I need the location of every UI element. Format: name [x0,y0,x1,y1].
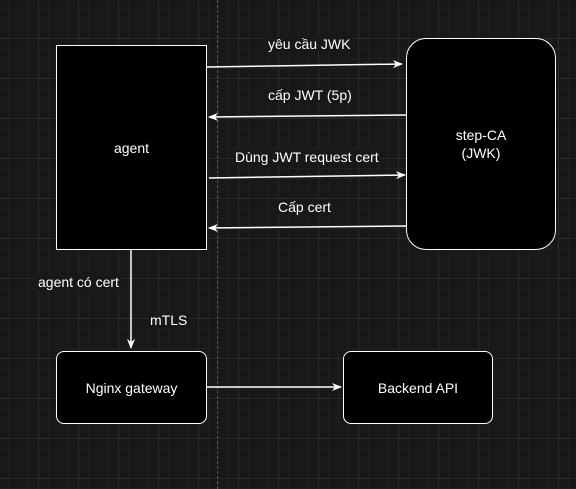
edge-issue-jwt [208,112,407,121]
edge-label-request-jwk: yêu cầu JWK [266,36,353,52]
edge-label-issue-cert: Cấp cert [276,199,333,215]
edge-use-jwt [208,171,406,180]
edge-label-mtls: mTLS [148,312,190,328]
node-nginx-gateway[interactable]: Nginx gateway [56,351,207,424]
node-backend-api[interactable]: Backend API [343,351,493,424]
edge-request-jwk [206,60,403,69]
edge-label-issue-jwt: cấp JWT (5p) [266,87,354,103]
node-step-ca[interactable]: step-CA (JWK) [406,38,556,250]
edge-issue-cert [208,223,407,232]
edge-label-use-jwt: Dùng JWT request cert [233,149,381,165]
edge-label-agent-has-cert: agent có cert [36,274,121,290]
dashed-divider [217,0,218,489]
node-agent[interactable]: agent [56,45,207,250]
